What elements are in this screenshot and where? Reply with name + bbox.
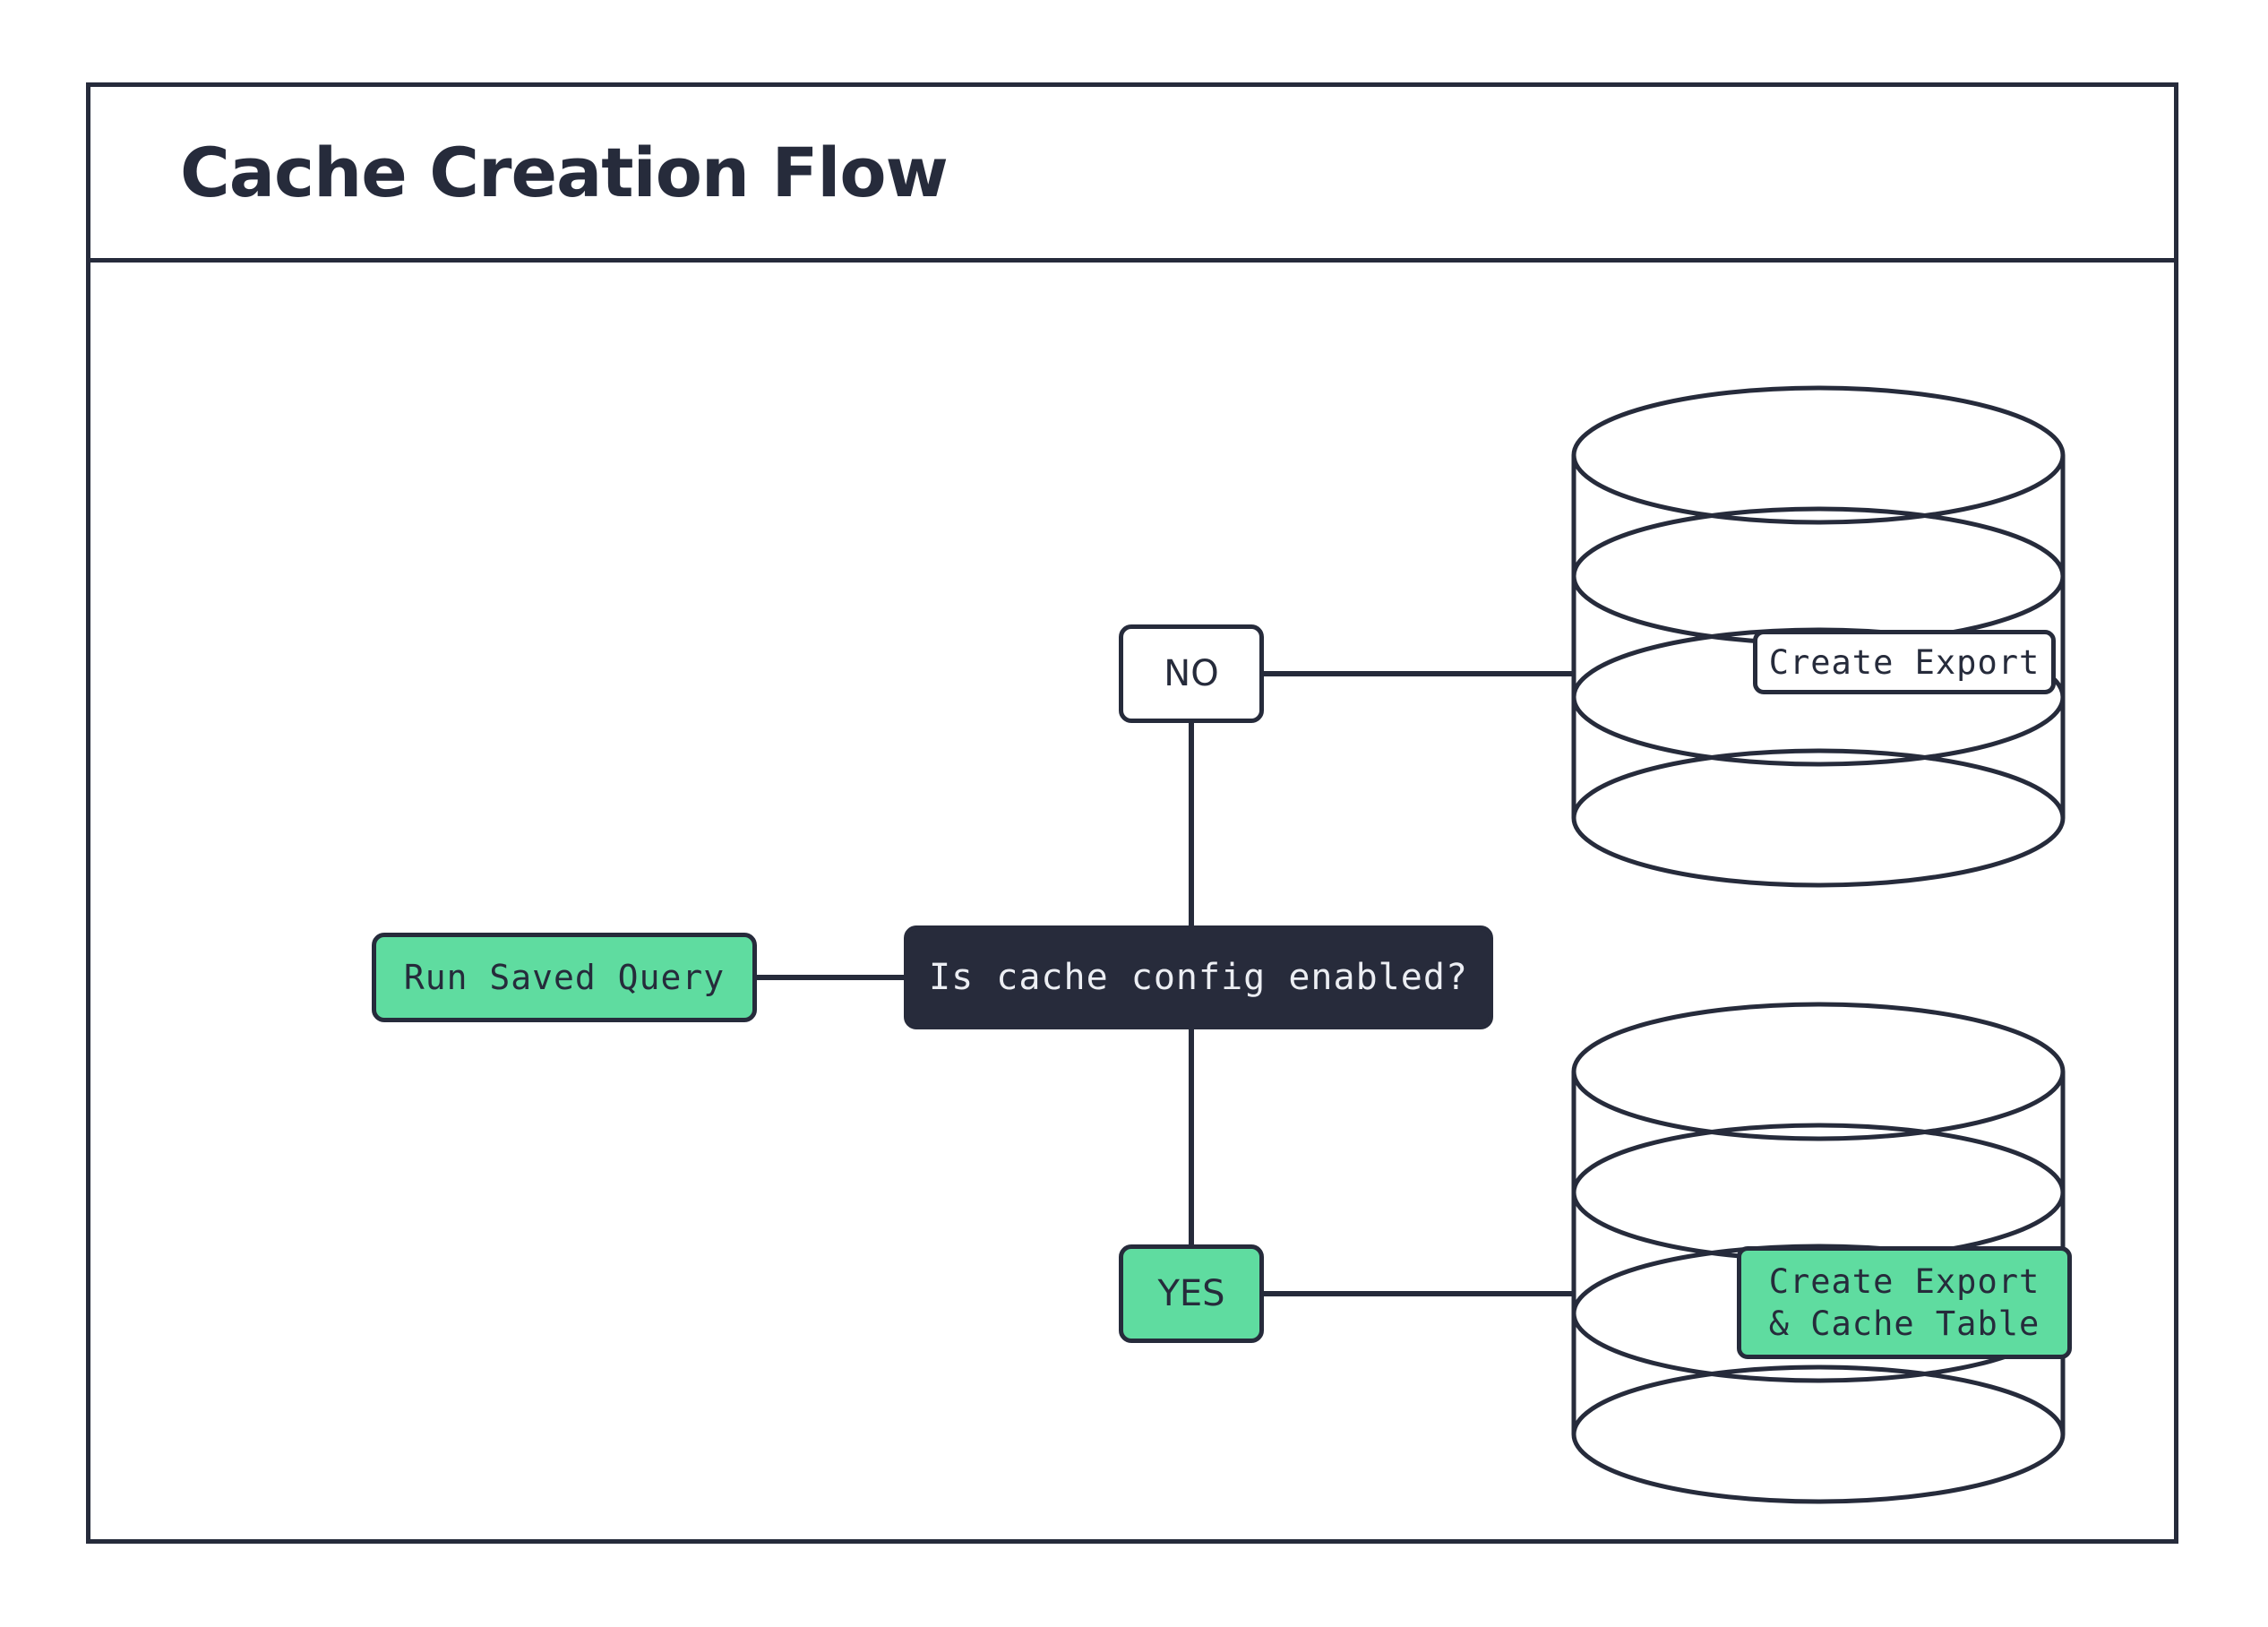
diagram-frame: Cache Creation Flow — [86, 82, 2178, 1544]
node-branch-yes[interactable]: YES — [1119, 1244, 1264, 1343]
page-title: Cache Creation Flow — [180, 133, 949, 212]
diagram-canvas: Run Saved Query Is cache config enabled?… — [90, 263, 2174, 1544]
diagram-title-bar: Cache Creation Flow — [90, 87, 2174, 263]
node-branch-no[interactable]: NO — [1119, 624, 1264, 723]
node-create-export-and-cache-table[interactable]: Create Export & Cache Table — [1737, 1246, 2072, 1359]
flow-connectors — [757, 671, 1574, 1296]
node-run-saved-query[interactable]: Run Saved Query — [372, 933, 757, 1022]
node-create-export[interactable]: Create Export — [1753, 630, 2056, 694]
node-decision-cache-config[interactable]: Is cache config enabled? — [904, 925, 1493, 1029]
